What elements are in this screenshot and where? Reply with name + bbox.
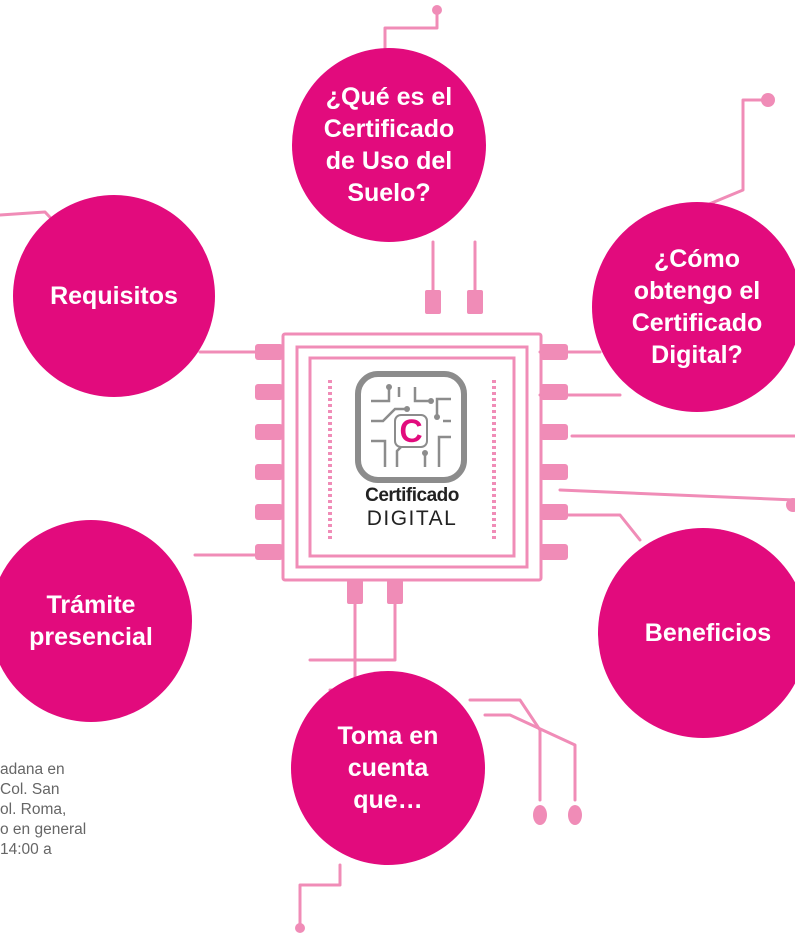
como-obtengo-label: ¿Cómo obtengo el Certificado Digital? bbox=[631, 245, 763, 369]
tramite-presencial-label: Trámite presencial bbox=[29, 591, 153, 651]
side-note-text: adana en Col. San ol. Roma, o en general… bbox=[0, 761, 87, 858]
que-es-certificado-label: ¿Qué es el Certificado de Uso del Suelo? bbox=[323, 83, 455, 207]
como-obtengo-button[interactable]: ¿Cómo obtengo el Certificado Digital? bbox=[592, 202, 795, 412]
tramite-presencial-button[interactable]: Trámite presencial bbox=[0, 520, 192, 722]
logo-word-digital: DIGITAL bbox=[366, 507, 458, 530]
toma-en-cuenta-button[interactable]: Toma en cuenta que… bbox=[291, 671, 485, 865]
requisitos-label: Requisitos bbox=[50, 282, 178, 310]
beneficios-button[interactable]: Beneficios bbox=[598, 528, 795, 738]
requisitos-button[interactable]: Requisitos bbox=[13, 195, 215, 397]
logo-letter: C bbox=[399, 413, 422, 449]
que-es-certificado-button[interactable]: ¿Qué es el Certificado de Uso del Suelo? bbox=[292, 48, 486, 242]
circuit-c-logo-icon: C bbox=[355, 371, 467, 483]
logo-word-certificado: Certificado bbox=[365, 485, 459, 506]
beneficios-label: Beneficios bbox=[644, 619, 772, 647]
certificado-digital-logo: C Certificado DIGITAL bbox=[349, 367, 475, 543]
toma-en-cuenta-label: Toma en cuenta que… bbox=[337, 722, 439, 814]
